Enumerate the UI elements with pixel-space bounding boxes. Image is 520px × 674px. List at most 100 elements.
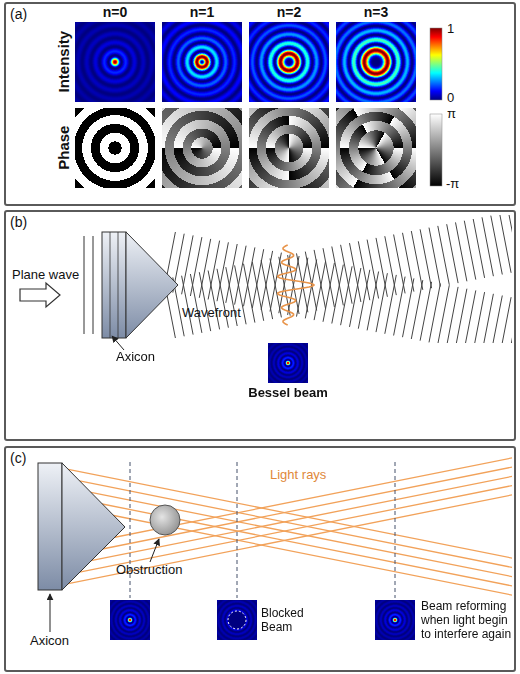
wavefront-line — [411, 231, 423, 290]
scale-value: π — [447, 107, 467, 122]
plane-wavefront — [93, 236, 94, 334]
wavefront-line — [314, 261, 326, 320]
wavefront-line — [217, 269, 228, 328]
part-label: Obstruction — [116, 563, 206, 578]
leader-line — [50, 594, 51, 632]
wavefront-line — [429, 284, 440, 343]
bessel-beam-map — [268, 343, 308, 383]
order-label: n=1 — [162, 4, 242, 20]
wavefront-line — [190, 237, 202, 296]
wavefront-line — [456, 289, 467, 343]
wavefront-line — [270, 259, 281, 318]
wavefront-line — [509, 215, 513, 271]
scale-value: -π — [446, 177, 470, 192]
wavefront-line — [500, 297, 511, 343]
order-label: n=3 — [336, 4, 416, 20]
wavefront-line — [473, 292, 484, 343]
axicon-cone — [62, 463, 125, 590]
wavefront-line — [394, 235, 406, 294]
wavefront-line — [473, 219, 484, 278]
wavefront-line — [385, 236, 397, 295]
wavefront-line — [491, 216, 503, 275]
intensity-map — [249, 22, 329, 102]
leader-line — [112, 336, 124, 350]
wavefront-line — [367, 240, 379, 299]
section-line — [130, 462, 131, 598]
wavefront-line — [252, 249, 263, 308]
row-label: Intensity — [55, 12, 72, 112]
phase-map — [75, 108, 155, 188]
wavefront-line — [288, 255, 300, 314]
wavefront-line — [182, 276, 194, 335]
wavefront-line — [429, 228, 440, 287]
wavefront-line — [447, 287, 458, 343]
wavefront-line — [235, 265, 247, 324]
section-line — [395, 462, 396, 598]
wavefront-lines — [164, 215, 512, 343]
order-label: n=0 — [75, 4, 155, 20]
panel-tag: (a) — [10, 6, 27, 22]
order-label: n=2 — [249, 4, 329, 20]
intensity-map — [162, 22, 242, 102]
beam-label: Plane wave — [12, 268, 92, 283]
wavefront-line — [491, 296, 503, 344]
wavefront-line — [509, 299, 513, 343]
phase-map — [162, 108, 242, 188]
phase-colorbar — [430, 114, 442, 186]
wavefront-line — [288, 256, 300, 315]
wavefront-line — [190, 274, 202, 333]
axicon-cone — [126, 232, 178, 338]
wavefront-line — [350, 243, 361, 302]
wavefront-line — [208, 271, 220, 330]
wavefront-line — [447, 224, 458, 283]
intensity-map — [336, 22, 416, 102]
row-label: Phase — [55, 98, 72, 198]
wavefront-line — [403, 233, 414, 292]
wavefront-line — [244, 264, 255, 323]
wavefront-line — [341, 245, 353, 304]
part-label: Wavefront — [182, 306, 262, 321]
intensity-colorbar — [430, 28, 442, 100]
wavefront-line — [376, 273, 387, 332]
section-line — [237, 462, 238, 598]
beam-label: Bessel beam — [238, 386, 338, 401]
intensity-map — [75, 22, 155, 102]
wavefront-line — [261, 251, 273, 310]
wavefront-line — [208, 241, 220, 300]
wavefront-line — [500, 215, 511, 273]
wavefront-line — [199, 239, 210, 298]
wavefront-line — [464, 290, 476, 343]
wavefront-line — [420, 282, 432, 341]
figure-panel: (b) — [4, 210, 516, 441]
wavefront-line — [438, 285, 450, 343]
light-ray — [44, 494, 512, 583]
panel-tag: (b) — [10, 214, 27, 230]
wavefront-line — [482, 294, 493, 343]
phase-map — [249, 108, 329, 188]
part-label: Axicon — [30, 634, 90, 649]
axicon-base — [38, 463, 62, 590]
part-label: Axicon — [116, 350, 176, 365]
wavefront-line — [376, 238, 387, 297]
wavefront-line — [332, 247, 344, 306]
wavefront-line — [367, 272, 379, 331]
note-label: Blocked Beam — [261, 607, 313, 635]
wavefront-line — [464, 221, 476, 280]
phase-map — [336, 108, 416, 188]
wavefront-line — [305, 252, 316, 311]
leader-line — [150, 539, 159, 562]
light-rays — [44, 457, 512, 595]
wavefront-line — [482, 217, 493, 276]
plane-wavefront — [110, 232, 111, 338]
ray-label: Light rays — [270, 468, 360, 483]
wavefront-line — [199, 272, 210, 331]
bessel-beam-map — [375, 600, 415, 640]
plane-wavefront — [84, 236, 85, 334]
wavefront-line — [252, 262, 263, 321]
wavefront-line — [244, 247, 255, 306]
wavefront-line — [261, 260, 273, 319]
bessel-profile — [278, 245, 314, 325]
wavefront-line — [226, 267, 237, 326]
incoming-arrow — [20, 283, 60, 307]
wavefront-line — [323, 263, 334, 322]
